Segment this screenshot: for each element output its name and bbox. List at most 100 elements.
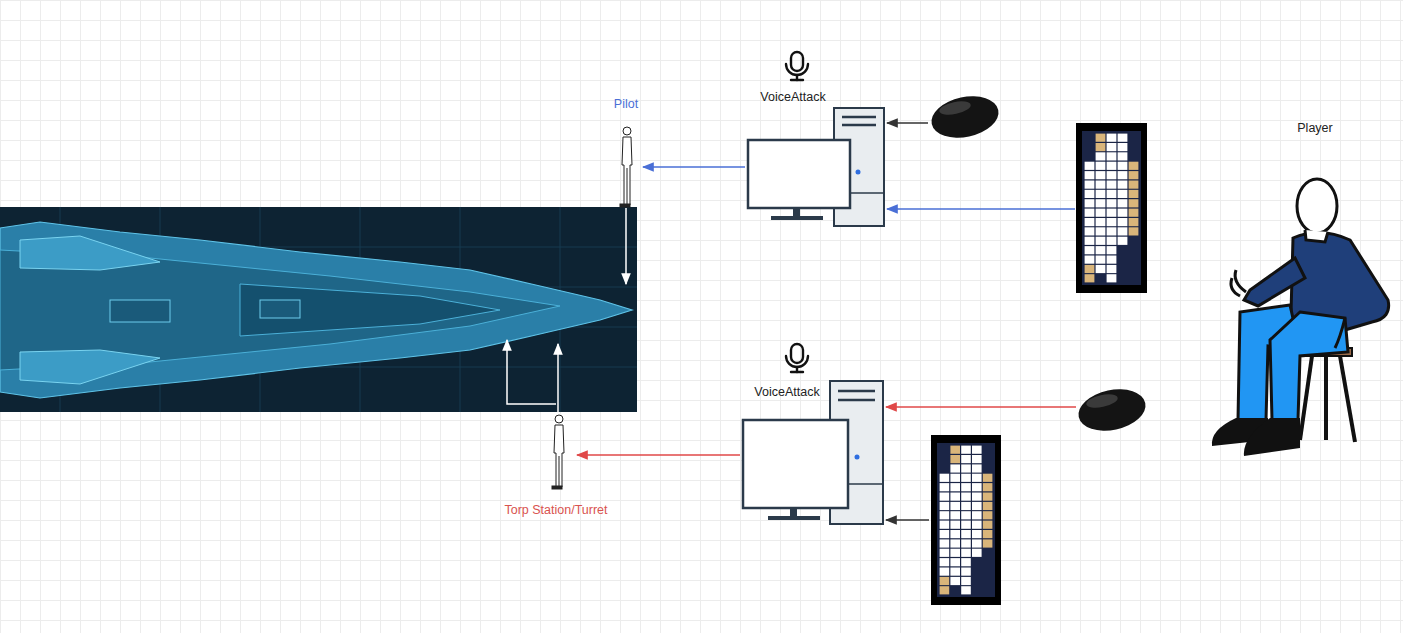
keyboard-key xyxy=(940,568,950,576)
line-shape xyxy=(838,390,875,393)
keyboard-key xyxy=(1107,218,1117,226)
keyboard-key xyxy=(940,511,950,519)
microphone-icon xyxy=(786,344,808,372)
keyboard-key xyxy=(1096,134,1106,142)
keyboard-key xyxy=(961,493,971,501)
rect-shape xyxy=(790,508,797,517)
ship-module xyxy=(110,300,170,322)
keyboard-key xyxy=(1129,209,1139,217)
keyboard-key xyxy=(1085,265,1095,273)
ship-backdrop xyxy=(0,207,637,412)
keyboard-key xyxy=(1129,218,1139,226)
keyboard-key xyxy=(1096,162,1106,170)
ellipse-shape xyxy=(1297,179,1337,233)
keyboard-key xyxy=(961,502,971,510)
node-label: Torp Station/Turret xyxy=(504,503,607,517)
path-shape xyxy=(1244,418,1300,456)
input-arrow xyxy=(887,122,928,124)
keyboard-key xyxy=(1085,171,1095,179)
connector-arrow xyxy=(643,166,745,168)
keyboard-key xyxy=(1085,199,1095,207)
keyboard-key xyxy=(961,464,971,472)
keyboard-key xyxy=(950,455,960,463)
keyboard-key xyxy=(1107,274,1117,282)
keyboard-key xyxy=(1085,256,1095,264)
keyboard-key xyxy=(1085,227,1095,235)
keyboard-key xyxy=(1129,199,1139,207)
ellipse-shape xyxy=(928,90,1003,143)
keyboard-key xyxy=(1129,162,1139,170)
keyboard-key xyxy=(983,530,993,538)
keyboard-key xyxy=(1107,152,1117,160)
line-shape xyxy=(559,456,560,486)
keyboard-key xyxy=(1118,171,1128,179)
ship-module xyxy=(260,300,300,318)
keyboard-key xyxy=(1085,181,1095,189)
monitor xyxy=(743,420,848,508)
keyboard-key xyxy=(983,493,993,501)
computer-icon xyxy=(743,344,883,524)
path-shape xyxy=(1335,318,1345,348)
keyboard-key xyxy=(1107,237,1117,245)
ellipse-shape xyxy=(1085,392,1119,410)
rect-shape xyxy=(620,204,630,207)
keyboard-key xyxy=(961,474,971,482)
keyboard-key xyxy=(983,511,993,519)
keyboard-key xyxy=(1118,209,1128,217)
keyboard-key xyxy=(961,530,971,538)
keyboard-key xyxy=(940,558,950,566)
line-shape xyxy=(791,79,803,81)
keyboard-key xyxy=(1096,246,1106,254)
keyboard-key xyxy=(972,455,982,463)
keyboard-key xyxy=(961,558,971,566)
path-shape xyxy=(786,64,808,75)
path-shape xyxy=(1270,312,1348,420)
keyboard-key xyxy=(972,502,982,510)
rect-shape xyxy=(768,516,820,520)
path-shape xyxy=(1231,270,1246,296)
keyboard-key xyxy=(1096,227,1106,235)
circle-shape xyxy=(856,170,861,175)
node-label: VoiceAttack xyxy=(760,90,825,104)
station-arrow xyxy=(507,340,556,404)
keyboard-key xyxy=(1107,190,1117,198)
keyboard-key xyxy=(972,521,982,529)
keyboard-key xyxy=(1107,209,1117,217)
keyboard-key xyxy=(1118,218,1128,226)
keyboard-key xyxy=(1096,181,1106,189)
keyboard-key xyxy=(1118,227,1128,235)
keyboard-key xyxy=(983,502,993,510)
crew-figure xyxy=(552,415,564,489)
keyboard-key xyxy=(1118,143,1128,151)
microphone-icon xyxy=(786,52,808,80)
node-label: VoiceAttack xyxy=(754,385,819,399)
keyboard-key xyxy=(1096,199,1106,207)
keyboard-key xyxy=(972,530,982,538)
rect-shape xyxy=(791,344,803,363)
keyboard-key xyxy=(1096,209,1106,217)
keyboard-key xyxy=(940,493,950,501)
line-shape xyxy=(791,371,803,373)
keyboard-key xyxy=(950,549,960,557)
keyboard-key xyxy=(950,568,960,576)
keyboard-key xyxy=(1107,162,1117,170)
keyboard-key xyxy=(1118,134,1128,142)
keyboard-key xyxy=(1085,218,1095,226)
player-node: Player xyxy=(1205,118,1395,463)
keyboard-key xyxy=(961,549,971,557)
keyboard-key xyxy=(950,474,960,482)
keyboard-icon xyxy=(931,435,1001,605)
keyboard-key xyxy=(1096,237,1106,245)
keyboard-key xyxy=(972,493,982,501)
keyboard-key xyxy=(1096,143,1106,151)
ellipse-shape xyxy=(938,99,972,117)
keyboard-key xyxy=(983,539,993,547)
pilot-station: Pilot xyxy=(610,95,643,210)
keyboard-key xyxy=(1129,181,1139,189)
keyboard-key xyxy=(940,483,950,491)
ship-grid xyxy=(0,207,637,412)
keyboard-key xyxy=(1096,171,1106,179)
keyboard-key xyxy=(940,502,950,510)
ship-wing xyxy=(20,236,160,270)
keyboard-key xyxy=(972,549,982,557)
